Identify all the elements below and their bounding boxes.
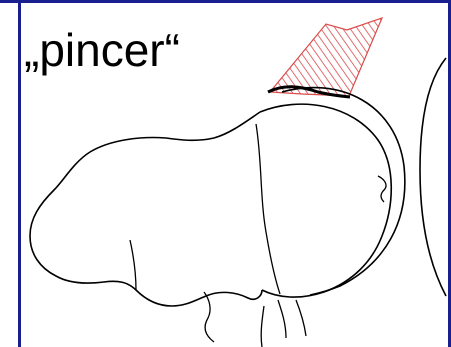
pincer-overhang-hatch xyxy=(270,18,382,96)
fovea-notch xyxy=(378,176,386,202)
femoral-shaft-left xyxy=(278,300,286,338)
femoral-head xyxy=(260,104,391,297)
femur-outline xyxy=(30,112,262,306)
trochanter-contour xyxy=(130,240,136,290)
acetabulum-arc xyxy=(282,88,405,295)
pelvic-wall-arc xyxy=(420,58,446,296)
head-neck-line xyxy=(256,124,280,294)
femoral-shaft-right xyxy=(296,300,306,336)
shaft-base-left xyxy=(261,306,264,347)
lesser-trochanter xyxy=(204,292,214,342)
